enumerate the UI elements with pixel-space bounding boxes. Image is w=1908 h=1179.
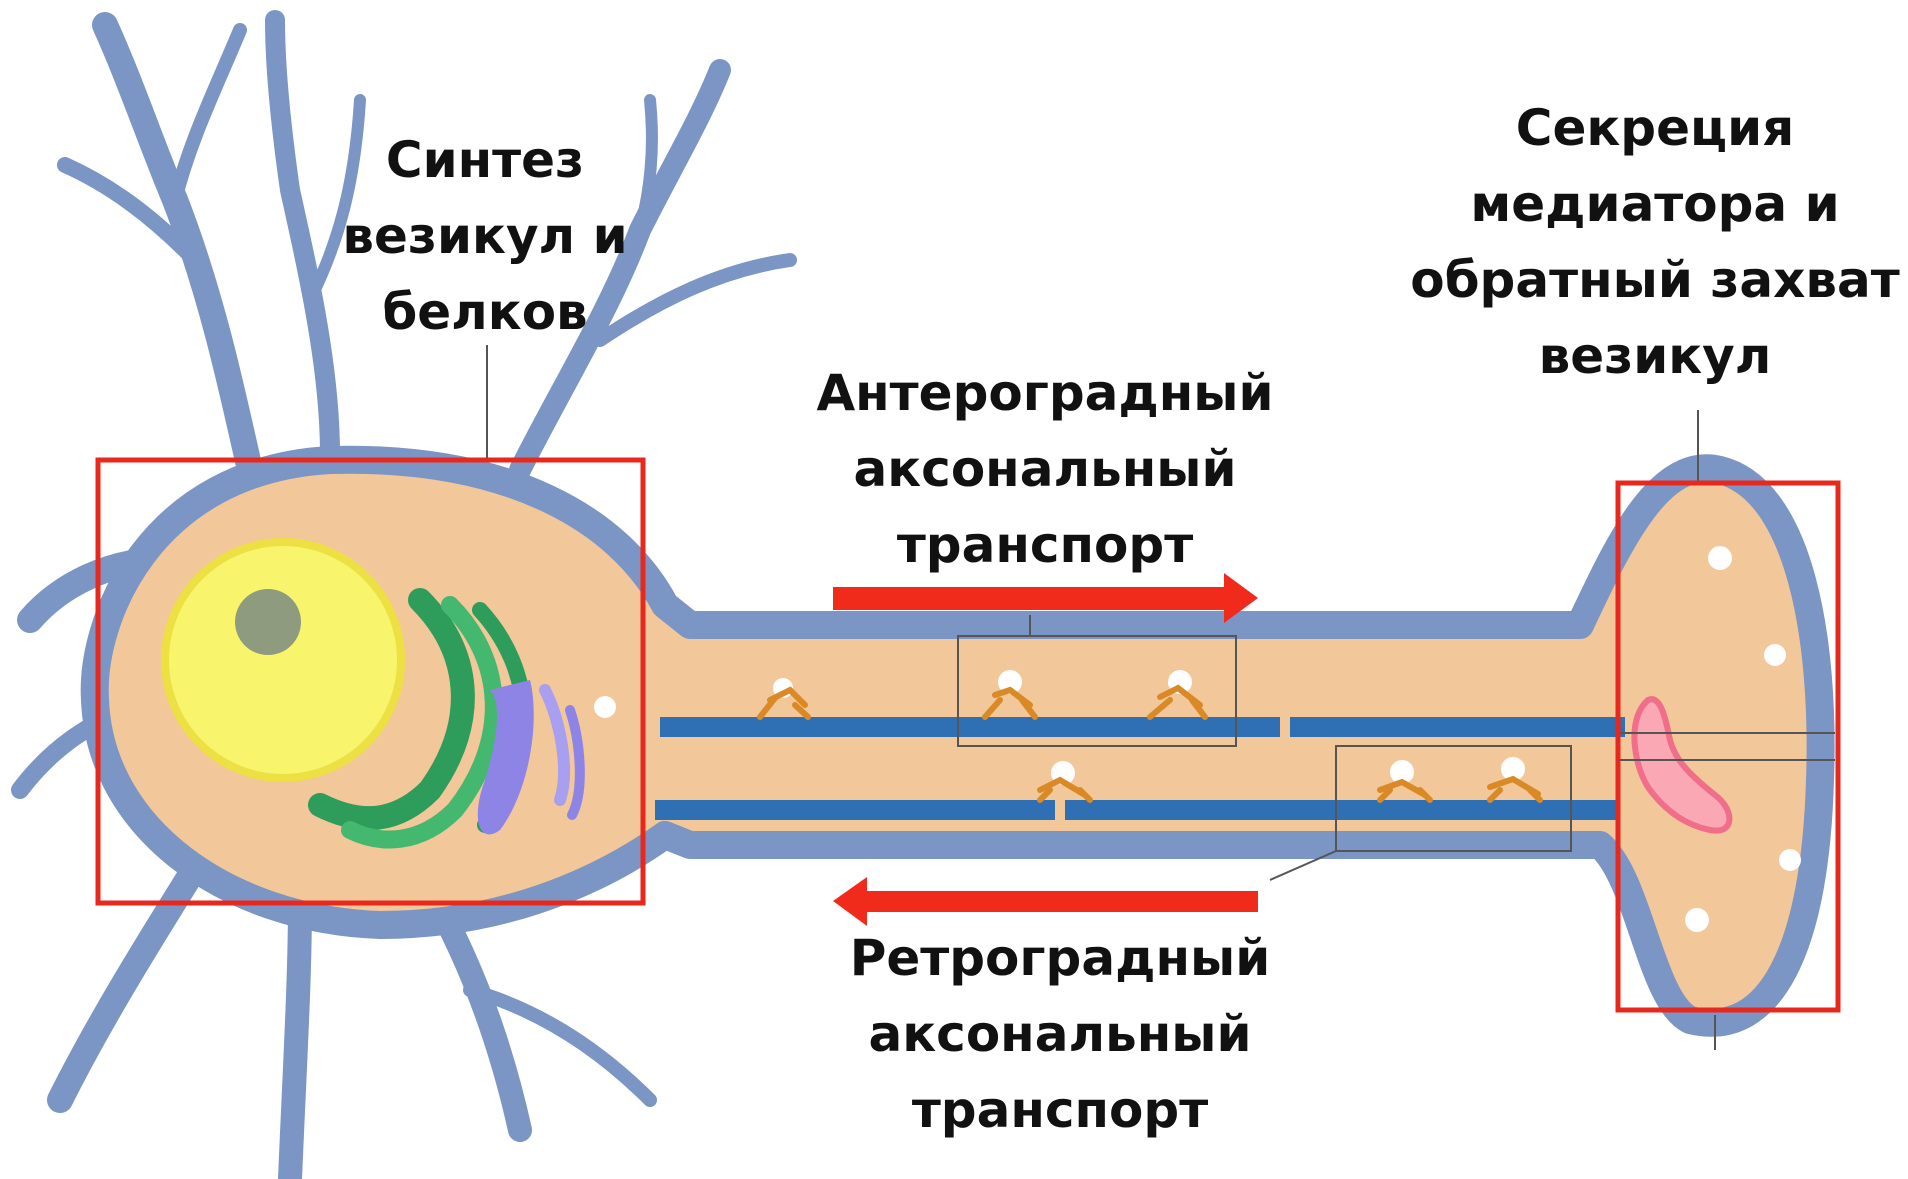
nucleolus bbox=[235, 589, 301, 655]
soma-label-line: белков bbox=[325, 274, 645, 350]
nucleus bbox=[165, 542, 401, 778]
microtubule-bottom bbox=[1065, 800, 1620, 820]
terminal-label-line: Секреция bbox=[1395, 90, 1908, 166]
synaptic-vesicle bbox=[1708, 546, 1732, 570]
retrograde-label-line: Ретроградный bbox=[830, 920, 1290, 996]
synaptic-vesicle bbox=[1779, 849, 1801, 871]
retrograde-arrow bbox=[833, 877, 1258, 926]
anterograde-label: Антероградный аксональный транспорт bbox=[800, 355, 1290, 583]
retrograde-label: Ретроградный аксональный транспорт bbox=[830, 920, 1290, 1148]
synaptic-vesicle bbox=[1764, 644, 1786, 666]
soma-label: Синтез везикул и белков bbox=[325, 122, 645, 350]
terminal-label-line: медиатора и bbox=[1395, 166, 1908, 242]
anterograde-label-line: Антероградный bbox=[800, 355, 1290, 431]
retrograde-label-line: транспорт bbox=[830, 1072, 1290, 1148]
soma-label-line: везикул и bbox=[325, 198, 645, 274]
terminal-label-line: обратный захват bbox=[1395, 242, 1908, 318]
soma-label-line: Синтез bbox=[325, 122, 645, 198]
terminal-label: Секреция медиатора и обратный захват вез… bbox=[1395, 90, 1908, 394]
microtubule-top bbox=[1290, 717, 1625, 737]
microtubule-top bbox=[660, 717, 1280, 737]
retrograde-label-line: аксональный bbox=[830, 996, 1290, 1072]
anterograde-label-line: аксональный bbox=[800, 431, 1290, 507]
terminal-label-line: везикул bbox=[1395, 318, 1908, 394]
synaptic-vesicle bbox=[1685, 908, 1709, 932]
anterograde-label-line: транспорт bbox=[800, 507, 1290, 583]
microtubule-bottom bbox=[655, 800, 1055, 820]
vesicle bbox=[594, 696, 616, 718]
